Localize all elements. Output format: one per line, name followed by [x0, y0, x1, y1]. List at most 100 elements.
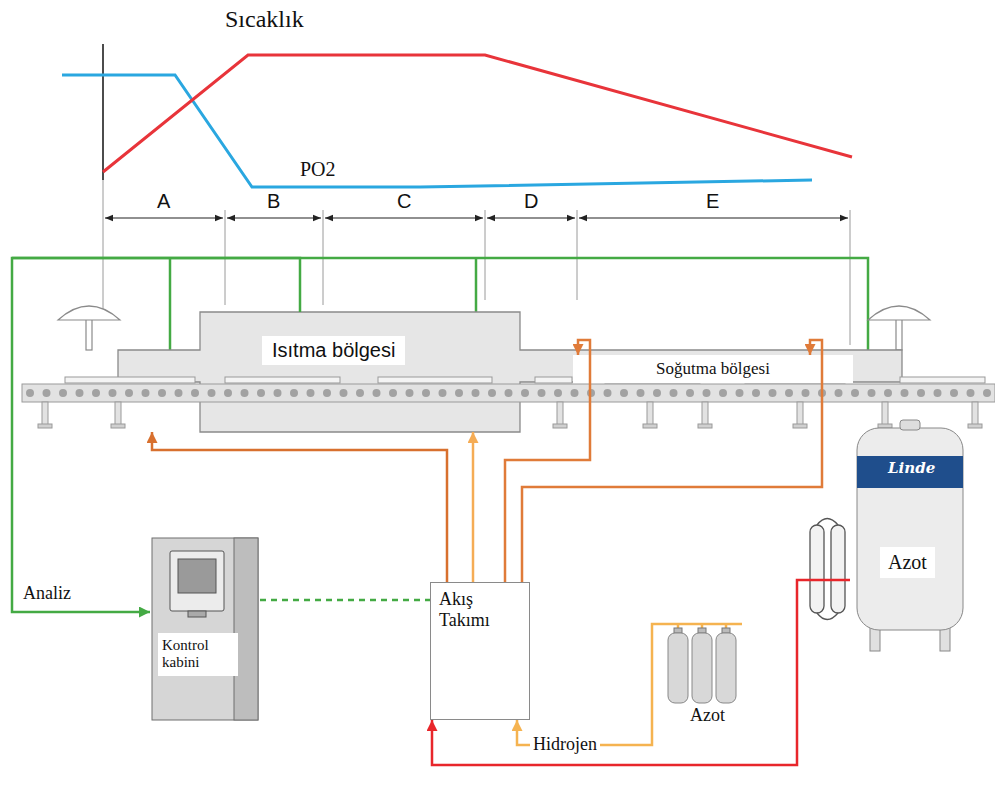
axis-line	[102, 44, 104, 180]
cabinet-side	[234, 538, 258, 720]
roller	[917, 389, 925, 397]
zone-brackets	[579, 217, 848, 218]
cylinder-valve	[722, 628, 730, 633]
zone-letter-box: E	[706, 190, 719, 213]
flow-set-box-label: Akış Takımı	[439, 589, 509, 630]
logo-text: Linde	[888, 459, 935, 477]
zone-brackets	[105, 217, 848, 218]
line-label: Analiz	[20, 583, 74, 604]
analysis-taps	[475, 258, 478, 312]
zone-letter: B	[267, 190, 280, 213]
rail-leg	[557, 402, 563, 426]
roller	[587, 389, 595, 397]
roller	[307, 389, 315, 397]
roller	[884, 389, 892, 397]
analysis-taps	[169, 258, 172, 350]
roller	[241, 389, 249, 397]
furnace-body: Isıtma bölgesiSoğutma bölgesi	[118, 312, 902, 432]
roller	[571, 389, 579, 397]
load-plate	[225, 377, 340, 383]
load-plate	[900, 377, 985, 383]
roller	[736, 389, 744, 397]
rail-foot	[643, 424, 657, 428]
rail-foot	[793, 424, 807, 428]
rail-foot	[111, 424, 125, 428]
roller	[175, 389, 183, 397]
monitor-screen	[178, 559, 216, 593]
zone-brackets	[325, 217, 483, 218]
furnace-outline	[118, 312, 902, 432]
vaporizer	[831, 525, 845, 613]
roller	[455, 389, 463, 397]
rail-leg	[882, 402, 888, 426]
roller	[637, 389, 645, 397]
load-plate	[535, 377, 572, 383]
roller	[373, 389, 381, 397]
roller	[901, 389, 909, 397]
rail-foot	[553, 424, 567, 428]
gas-line	[522, 340, 822, 582]
monitor-stand	[188, 611, 206, 617]
roller	[703, 389, 711, 397]
control-cabinet-label: Kontrol kabini	[158, 633, 238, 676]
furnace-figure	[22, 312, 995, 432]
flow-set-box: Akış Takımı	[430, 582, 530, 720]
zone-ticks	[103, 180, 104, 310]
flame-curtain	[58, 306, 120, 320]
roller	[835, 389, 843, 397]
zone-brackets	[487, 217, 575, 218]
roller	[983, 389, 991, 397]
gas-cylinder	[692, 633, 712, 703]
gas-line	[12, 258, 300, 612]
logo-text-box: Linde	[888, 459, 935, 477]
roller	[422, 389, 430, 397]
roller	[290, 389, 298, 397]
zone-letter-box: C	[397, 190, 411, 213]
roller	[505, 389, 513, 397]
roller	[142, 389, 150, 397]
roller	[356, 389, 364, 397]
roller	[554, 389, 562, 397]
roller	[950, 389, 958, 397]
line-label-box: Analiz	[20, 583, 74, 604]
roller	[785, 389, 793, 397]
zone-letter: D	[524, 190, 538, 213]
rail-leg	[797, 402, 803, 426]
roller	[538, 389, 546, 397]
roller	[340, 389, 348, 397]
tank-valve	[900, 420, 920, 430]
profile-chart	[62, 44, 852, 187]
gas-line	[260, 599, 430, 602]
roller	[274, 389, 282, 397]
roller	[406, 389, 414, 397]
zone-ticks	[850, 210, 851, 345]
chart-title: Sıcaklık	[225, 6, 304, 33]
furnace-body-label: Isıtma bölgesi	[262, 336, 405, 365]
roller	[670, 389, 678, 397]
roller	[488, 389, 496, 397]
line-label: Hidrojen	[530, 734, 600, 755]
roller	[208, 389, 216, 397]
vaporizer	[810, 525, 824, 613]
nitrogen-cylinders: Azot	[660, 615, 760, 733]
roller	[752, 389, 760, 397]
roller	[43, 389, 51, 397]
load-plate	[65, 377, 195, 383]
roller	[653, 389, 661, 397]
vaporizer	[817, 613, 838, 620]
roller	[257, 389, 265, 397]
flame-curtain	[896, 318, 902, 350]
zone-letter: E	[706, 190, 719, 213]
zone-ticks	[485, 210, 486, 300]
roller	[92, 389, 100, 397]
rail-foot	[698, 424, 712, 428]
roller	[323, 389, 331, 397]
logo-band	[857, 456, 963, 488]
cooling-zone-box: Soğutma bölgesi	[573, 355, 853, 383]
flame-curtain	[86, 318, 92, 350]
rail-leg	[115, 402, 121, 426]
roller	[26, 389, 34, 397]
roller	[224, 389, 232, 397]
roller	[934, 389, 942, 397]
roller	[191, 389, 199, 397]
